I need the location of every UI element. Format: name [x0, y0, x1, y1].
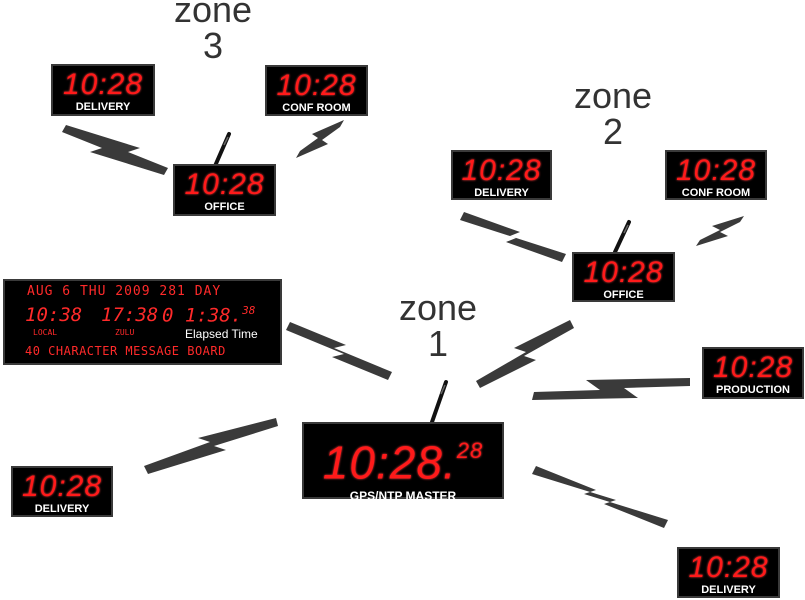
antenna-icon: [613, 220, 631, 254]
zone-1-word: zone: [398, 287, 478, 328]
clock-time: 10:28: [21, 470, 103, 503]
clock-z1-delivery-left: 10:28 DELIVERY: [11, 466, 113, 517]
wireless-bolt-z3-confroom-to-office: [296, 120, 344, 158]
antenna-icon: [430, 380, 448, 424]
clock-z3-conf-room: 10:28 CONF ROOM: [265, 65, 368, 116]
clock-production: 10:28 PRODUCTION: [702, 347, 804, 399]
zone-2-number: 2: [602, 111, 624, 152]
board-date-line: AUG 6 THU 2009 281 DAY: [27, 284, 222, 299]
master-time: 10:28.28: [304, 430, 502, 487]
wireless-bolt-master-to-z2-office: [476, 320, 574, 388]
zone-2-word: zone: [573, 75, 653, 116]
board-zulu-label: ZULU: [115, 328, 135, 337]
clock-time: 10:28: [675, 154, 757, 187]
clock-time: 10:28: [688, 551, 769, 584]
clock-time: 10:28: [276, 69, 357, 102]
clock-time: 10:28: [62, 68, 144, 101]
zone-3-number: 3: [202, 25, 224, 66]
zone-1-number: 1: [427, 323, 449, 364]
clock-name: CONF ROOM: [282, 102, 351, 114]
clock-name: DELIVERY: [474, 187, 529, 199]
clock-time: 10:28: [461, 154, 542, 187]
zone-2-label: zone 2: [558, 78, 668, 150]
board-zulu-time: 17:38: [101, 304, 159, 326]
wireless-bolt-master-to-delivery-left: [144, 418, 278, 474]
clock-time: 10:28: [184, 168, 265, 201]
wireless-bolt-z2-delivery-to-office: [460, 212, 566, 262]
gps-ntp-master-clock: 10:28.28 GPS/NTP MASTER: [302, 422, 504, 503]
clock-z1-delivery-right: 10:28 DELIVERY: [677, 547, 780, 598]
zone-3-word: zone: [173, 0, 253, 30]
clock-name: DELIVERY: [701, 584, 756, 596]
board-elapsed-label: Elapsed Time: [185, 327, 258, 341]
wireless-bolt-master-to-production: [532, 378, 690, 400]
antenna-icon: [213, 132, 231, 168]
clock-z2-office: 10:28 OFFICE: [572, 252, 675, 302]
clock-time: 10:28: [712, 351, 794, 384]
board-local-label: LOCAL: [33, 328, 58, 337]
board-elapsed-time: 0 1:38.38: [162, 304, 255, 326]
master-time-main: 10:28.: [322, 436, 457, 489]
wireless-bolt-z2-confroom-to-office: [696, 216, 744, 246]
clock-name: OFFICE: [204, 201, 245, 213]
clock-z2-conf-room: 10:28 CONF ROOM: [665, 150, 767, 200]
zone-1-label: zone 1: [383, 290, 493, 362]
clock-name: PRODUCTION: [716, 384, 790, 396]
clock-name: CONF ROOM: [681, 187, 751, 199]
wireless-bolt-master-to-delivery-right: [532, 466, 668, 528]
board-message: 40 CHARACTER MESSAGE BOARD: [25, 344, 226, 358]
board-local-time: 10:38: [25, 304, 83, 326]
wireless-bolt-z3-delivery-to-office: [62, 125, 168, 175]
master-name: GPS/NTP MASTER: [349, 489, 457, 504]
master-time-seconds: 28: [456, 438, 484, 463]
clock-name: DELIVERY: [34, 503, 90, 515]
clock-time: 10:28: [583, 256, 664, 289]
clock-z2-delivery: 10:28 DELIVERY: [451, 150, 552, 200]
clock-name: DELIVERY: [75, 101, 131, 113]
clock-z3-delivery: 10:28 DELIVERY: [51, 64, 155, 116]
board-elapsed-seconds: 38: [242, 304, 256, 317]
board-elapsed-main: 0 1:38.: [162, 304, 243, 327]
clock-name: OFFICE: [603, 289, 644, 301]
message-board-display: AUG 6 THU 2009 281 DAY 10:38 17:38 0 1:3…: [3, 279, 282, 365]
zone-3-label: zone 3: [158, 0, 268, 64]
wireless-bolt-board-to-master: [286, 322, 392, 380]
clock-z3-office: 10:28 OFFICE: [173, 164, 276, 216]
